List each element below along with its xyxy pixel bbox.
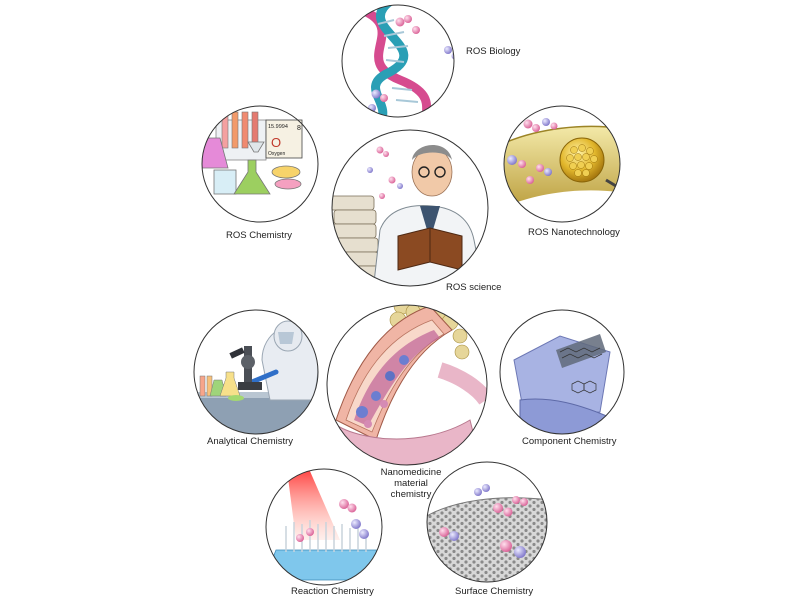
label-ros-biology: ROS Biology	[466, 46, 521, 57]
nanomedicine-panel	[326, 304, 488, 466]
label-nanomedicine-line2: material	[394, 478, 428, 489]
component-chemistry-panel	[499, 309, 625, 435]
tile-symbol: O	[271, 135, 281, 150]
label-ros-chemistry: ROS Chemistry	[226, 230, 292, 241]
label-surface-chemistry: Surface Chemistry	[455, 586, 534, 597]
ros-nanotechnology-panel	[503, 105, 621, 223]
tile-number: 8	[297, 125, 301, 132]
label-nanomedicine-line3: chemistry	[390, 489, 432, 500]
periodic-tile: 15.9994 8 O Oxygen	[265, 119, 303, 159]
ros-science-panel	[331, 129, 489, 287]
label-nanomedicine: Nanomedicine material chemistry	[366, 467, 456, 500]
tile-mass: 15.9994	[268, 124, 288, 130]
tile-name: Oxygen	[268, 151, 285, 157]
analytical-chemistry-panel	[193, 309, 319, 435]
label-component-chemistry: Component Chemistry	[522, 436, 617, 447]
label-ros-nanotechnology: ROS Nanotechnology	[528, 227, 620, 238]
label-analytical-chemistry: Analytical Chemistry	[207, 436, 294, 447]
reaction-chemistry-panel	[265, 468, 383, 586]
label-ros-science: ROS science	[446, 282, 502, 293]
ros-biology-panel	[341, 4, 455, 118]
label-reaction-chemistry: Reaction Chemistry	[291, 586, 374, 597]
ros-chemistry-panel: 15.9994 8 O Oxygen	[201, 105, 319, 223]
label-nanomedicine-line1: Nanomedicine	[380, 467, 442, 478]
